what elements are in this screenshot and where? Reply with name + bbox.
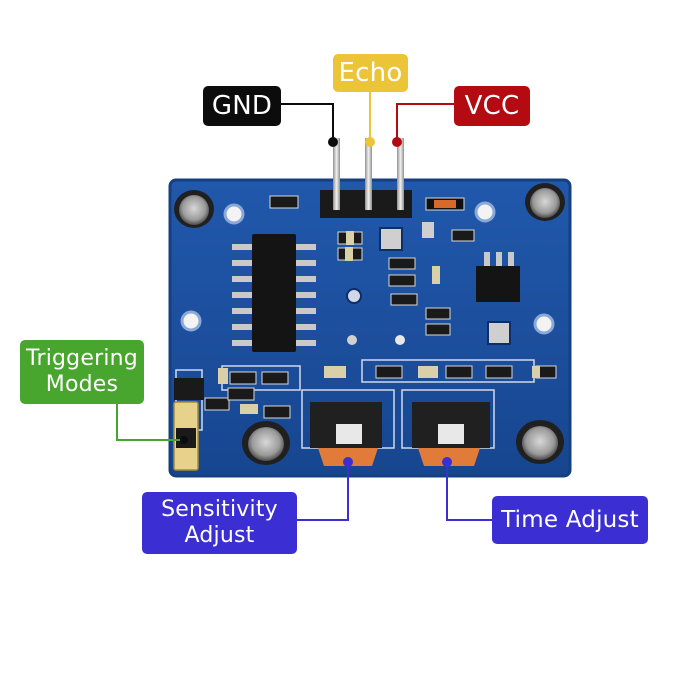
smd-components (204, 195, 557, 419)
sensitivity-adjust-line-2: Adjust (184, 523, 255, 548)
time-leader-line (446, 462, 492, 521)
capacitor-top-left (174, 190, 214, 228)
leader-lines (116, 92, 492, 521)
gnd-pin-dot (328, 137, 338, 147)
triggering-modes-label: Triggering Modes (20, 340, 144, 404)
triggering-modes-line-2: Modes (45, 372, 119, 397)
gnd-label: GND (203, 86, 281, 126)
leader-dots (180, 137, 452, 467)
vcc-pin-dot (392, 137, 402, 147)
vcc-label: VCC (454, 86, 530, 126)
time-dot (442, 457, 452, 467)
vcc-leader-line (396, 103, 454, 142)
sensitivity-adjust-label: Sensitivity Adjust (142, 492, 297, 554)
sensitivity-dot (343, 457, 353, 467)
triggering-modes-leader-line (116, 404, 184, 441)
ic-chip (232, 234, 316, 352)
gnd-leader-line (281, 103, 334, 142)
time-adjust-label: Time Adjust (492, 496, 648, 544)
capacitor-bottom-left (242, 421, 290, 465)
echo-label-text: Echo (338, 58, 403, 88)
capacitor-bottom-right (516, 420, 564, 464)
time-potentiometer (412, 402, 490, 466)
gnd-label-text: GND (211, 91, 273, 121)
sensitivity-leader-line (297, 462, 349, 521)
sensitivity-adjust-line-1: Sensitivity (161, 497, 278, 522)
pin-header (320, 138, 412, 218)
trigger-dot (180, 436, 188, 444)
triggering-modes-line-1: Triggering (26, 346, 138, 371)
time-adjust-label-text: Time Adjust (501, 507, 639, 533)
echo-label: Echo (333, 54, 408, 92)
capacitor-top-right (525, 183, 565, 221)
vcc-label-text: VCC (464, 91, 520, 121)
echo-pin-dot (365, 137, 375, 147)
